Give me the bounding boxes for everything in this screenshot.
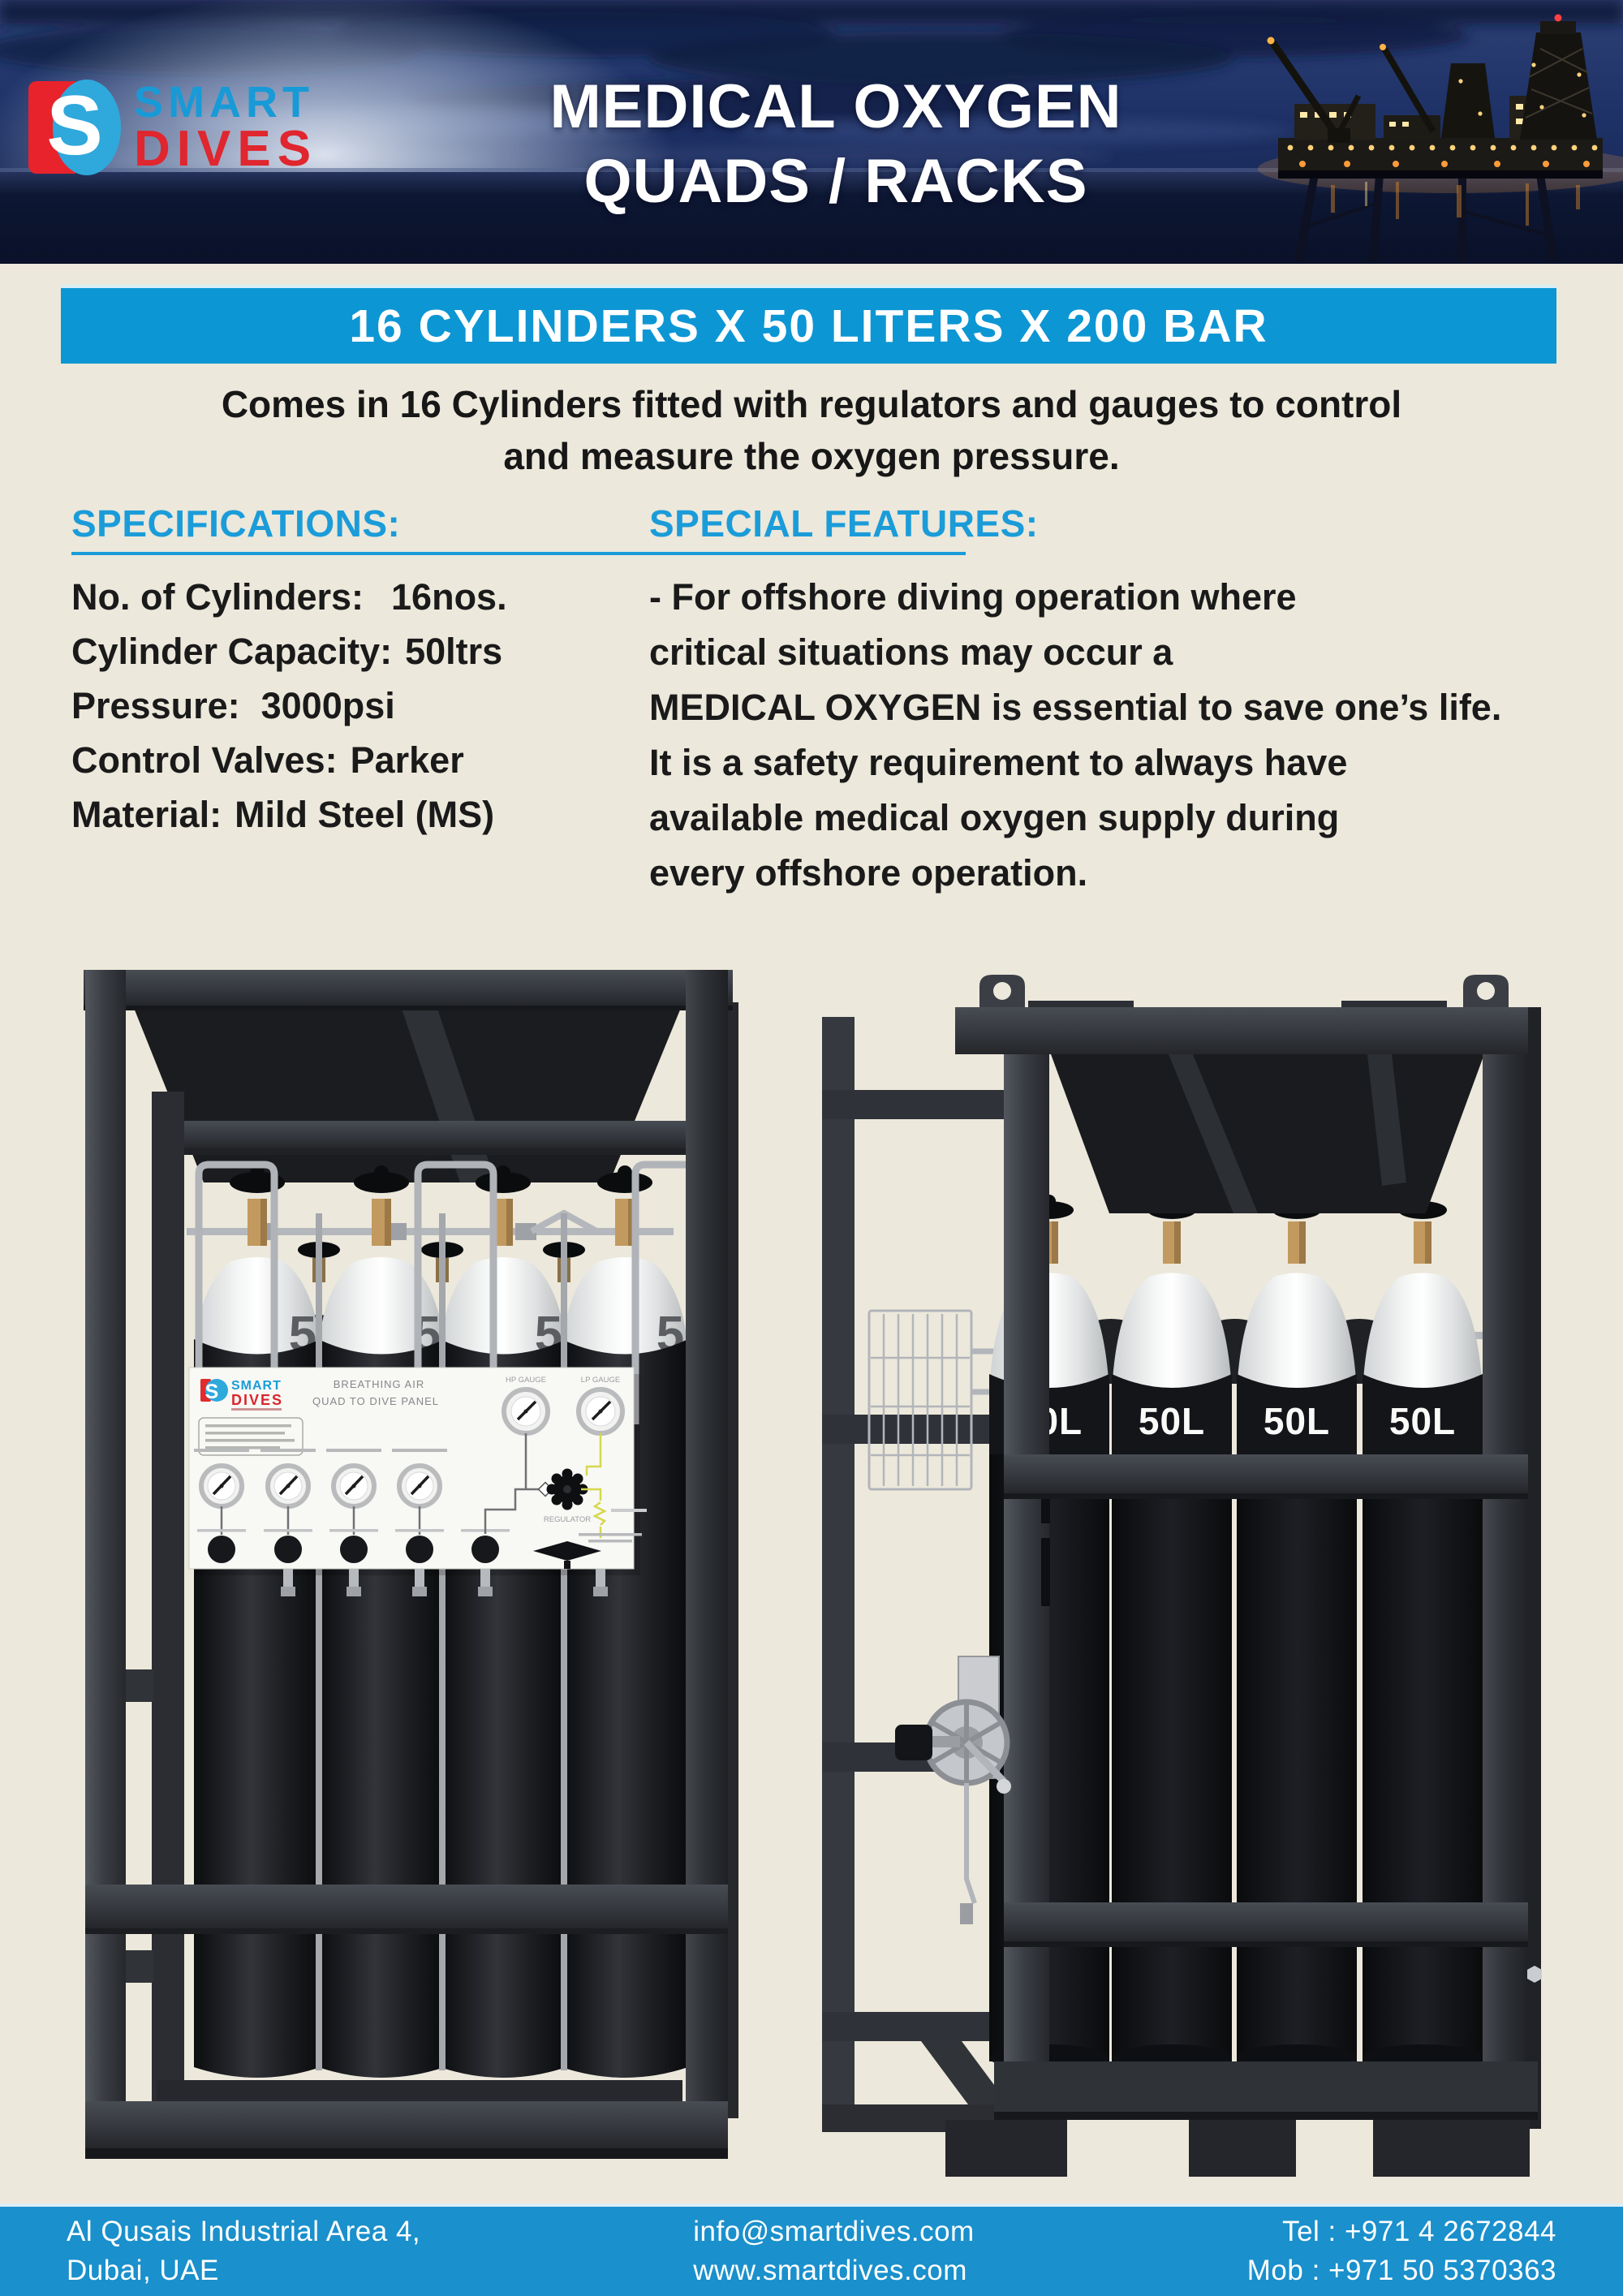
footer-tel: Tel : +971 4 2672844 [1282, 2216, 1556, 2247]
spec-item: Pressure:3000psi [71, 685, 395, 726]
footer-mob: Mob : +971 50 5370363 [1246, 2255, 1556, 2286]
header: S SMART DIVES MEDICAL OXYGEN QUADS / RAC… [0, 0, 1623, 264]
specifications-section: SPECIFICATIONS: No. of Cylinders:16nos. … [71, 502, 664, 842]
frame-base [994, 2061, 1538, 2112]
spec-item: Control Valves:Parker [71, 739, 464, 781]
page-title-line1: MEDICAL OXYGEN [549, 72, 1122, 141]
panel-fittings [281, 1569, 608, 1596]
footer-email: info@smartdives.com [693, 2216, 975, 2247]
pressure-gauge [331, 1463, 377, 1509]
pressure-gauge [397, 1463, 442, 1509]
regulator-knob [537, 1468, 588, 1510]
side-frame [822, 1017, 1009, 2132]
cylinder-50l-label: 50L [1389, 1400, 1456, 1442]
feature-line: critical situations may occur a [649, 631, 1173, 673]
brand-smart: SMART [134, 78, 314, 127]
panel-title-line2: QUAD TO DIVE PANEL [312, 1395, 439, 1407]
frame-top-beam [84, 970, 733, 1006]
feature-line: every offshore operation. [649, 852, 1088, 894]
gauge-row [194, 1449, 447, 1535]
pressure-gauge [199, 1463, 244, 1509]
intro-text: Comes in 16 Cylinders fitted with regula… [0, 378, 1623, 482]
special-features-section: SPECIAL FEATURES: - For offshore diving … [649, 502, 1558, 901]
specifications-list: No. of Cylinders:16nos. Cylinder Capacit… [71, 570, 664, 842]
frame-crossbar [85, 1885, 728, 1928]
monogram-blue-shape [53, 80, 121, 175]
lp-line [581, 1433, 607, 1538]
specifications-underline [71, 552, 661, 555]
monogram-letter: S [46, 78, 103, 173]
tie-rods [316, 1213, 567, 2070]
page-title: MEDICAL OXYGEN QUADS / RACKS [438, 70, 1233, 219]
footer-contact-web: info@smartdives.com www.smartdives.com [693, 2212, 975, 2290]
cage-frame [945, 975, 1542, 2177]
special-features-list: - For offshore diving operation where cr… [649, 570, 1558, 901]
special-features-heading: SPECIAL FEATURES: [649, 502, 1039, 545]
intro-line1: Comes in 16 Cylinders fitted with regula… [221, 383, 1402, 425]
panel-brand-dives: DIVES [231, 1392, 283, 1408]
page-title-line2: QUADS / RACKS [583, 147, 1088, 216]
feature-line: available medical oxygen supply during [649, 797, 1340, 838]
feature-line: MEDICAL OXYGEN is essential to save one’… [649, 687, 1502, 728]
footer-phones: Tel : +971 4 2672844 Mob : +971 50 53703… [1247, 2212, 1556, 2290]
banner-text: 16 CYLINDERS X 50 LITERS X 200 BAR [349, 299, 1268, 352]
sea-reflections [1331, 182, 1580, 226]
svg-text:S: S [205, 1381, 219, 1403]
footer: Al Qusais Industrial Area 4, Dubai, UAE … [0, 2203, 1623, 2296]
door-hinge [1041, 1538, 1050, 1606]
control-panel: S SMART DIVES BREATHING AIR QUAD TO DIVE… [188, 1367, 647, 1596]
intro-line2: and measure the oxygen pressure. [503, 435, 1120, 477]
oil-rig-illustration [1258, 14, 1623, 262]
pressure-gauge [576, 1387, 625, 1436]
specifications-heading: SPECIFICATIONS: [71, 502, 401, 545]
supply-lever-valve [533, 1533, 642, 1569]
bolt [1527, 1966, 1542, 1983]
valve-knobs [197, 1488, 544, 1563]
left-rack-illustration: 5 5 5 5 [77, 970, 738, 2163]
right-rack-illustration: 50L 50L 50L 50L [799, 970, 1615, 2183]
special-features-underline [649, 552, 966, 555]
frame-crossbar [1004, 1454, 1528, 1493]
brand-wordmark: SMART DIVES [134, 80, 317, 185]
header-background-sky [0, 0, 1623, 264]
frame-left-post [85, 970, 126, 2122]
brand-dives: DIVES [134, 121, 318, 177]
spec-item: Cylinder Capacity:50ltrs [71, 631, 503, 672]
frame-base [85, 2101, 728, 2148]
frame-crossbar [1004, 1902, 1528, 1941]
forklift-pocket [1296, 2120, 1373, 2177]
logo-monogram: S [28, 79, 121, 175]
smartdives-logo: S SMART DIVES [28, 79, 317, 185]
regulator-label: REGULATOR [544, 1515, 591, 1524]
feature-line: It is a safety requirement to always hav… [649, 742, 1348, 783]
spec-item: Material:Mild Steel (MS) [71, 794, 495, 835]
lp-gauge-label: LP GAUGE [581, 1376, 620, 1385]
spec-item: No. of Cylinders:16nos. [71, 576, 507, 618]
hose-reel [895, 1656, 1011, 1924]
feature-line: - For offshore diving operation where [649, 576, 1297, 618]
panel-contact-box [198, 1417, 304, 1456]
pressure-gauge [502, 1387, 550, 1436]
hp-gauge-label: HP GAUGE [506, 1376, 546, 1385]
rig-deck-lights [1287, 144, 1598, 151]
banner: 16 CYLINDERS X 50 LITERS X 200 BAR [61, 288, 1556, 364]
panel-title-line1: BREATHING AIR [334, 1378, 424, 1390]
cylinder-50l-label: 50L [1264, 1400, 1330, 1442]
manifold-pipe [187, 1228, 674, 1235]
forklift-pocket [1067, 2120, 1189, 2177]
panel-brand-smart: SMART [231, 1379, 282, 1393]
cylinder-50l-label: 50L [1139, 1400, 1205, 1442]
footer-address: Al Qusais Industrial Area 4, Dubai, UAE [67, 2216, 421, 2286]
footer-website: www.smartdives.com [693, 2255, 967, 2286]
pressure-gauge [265, 1463, 311, 1509]
